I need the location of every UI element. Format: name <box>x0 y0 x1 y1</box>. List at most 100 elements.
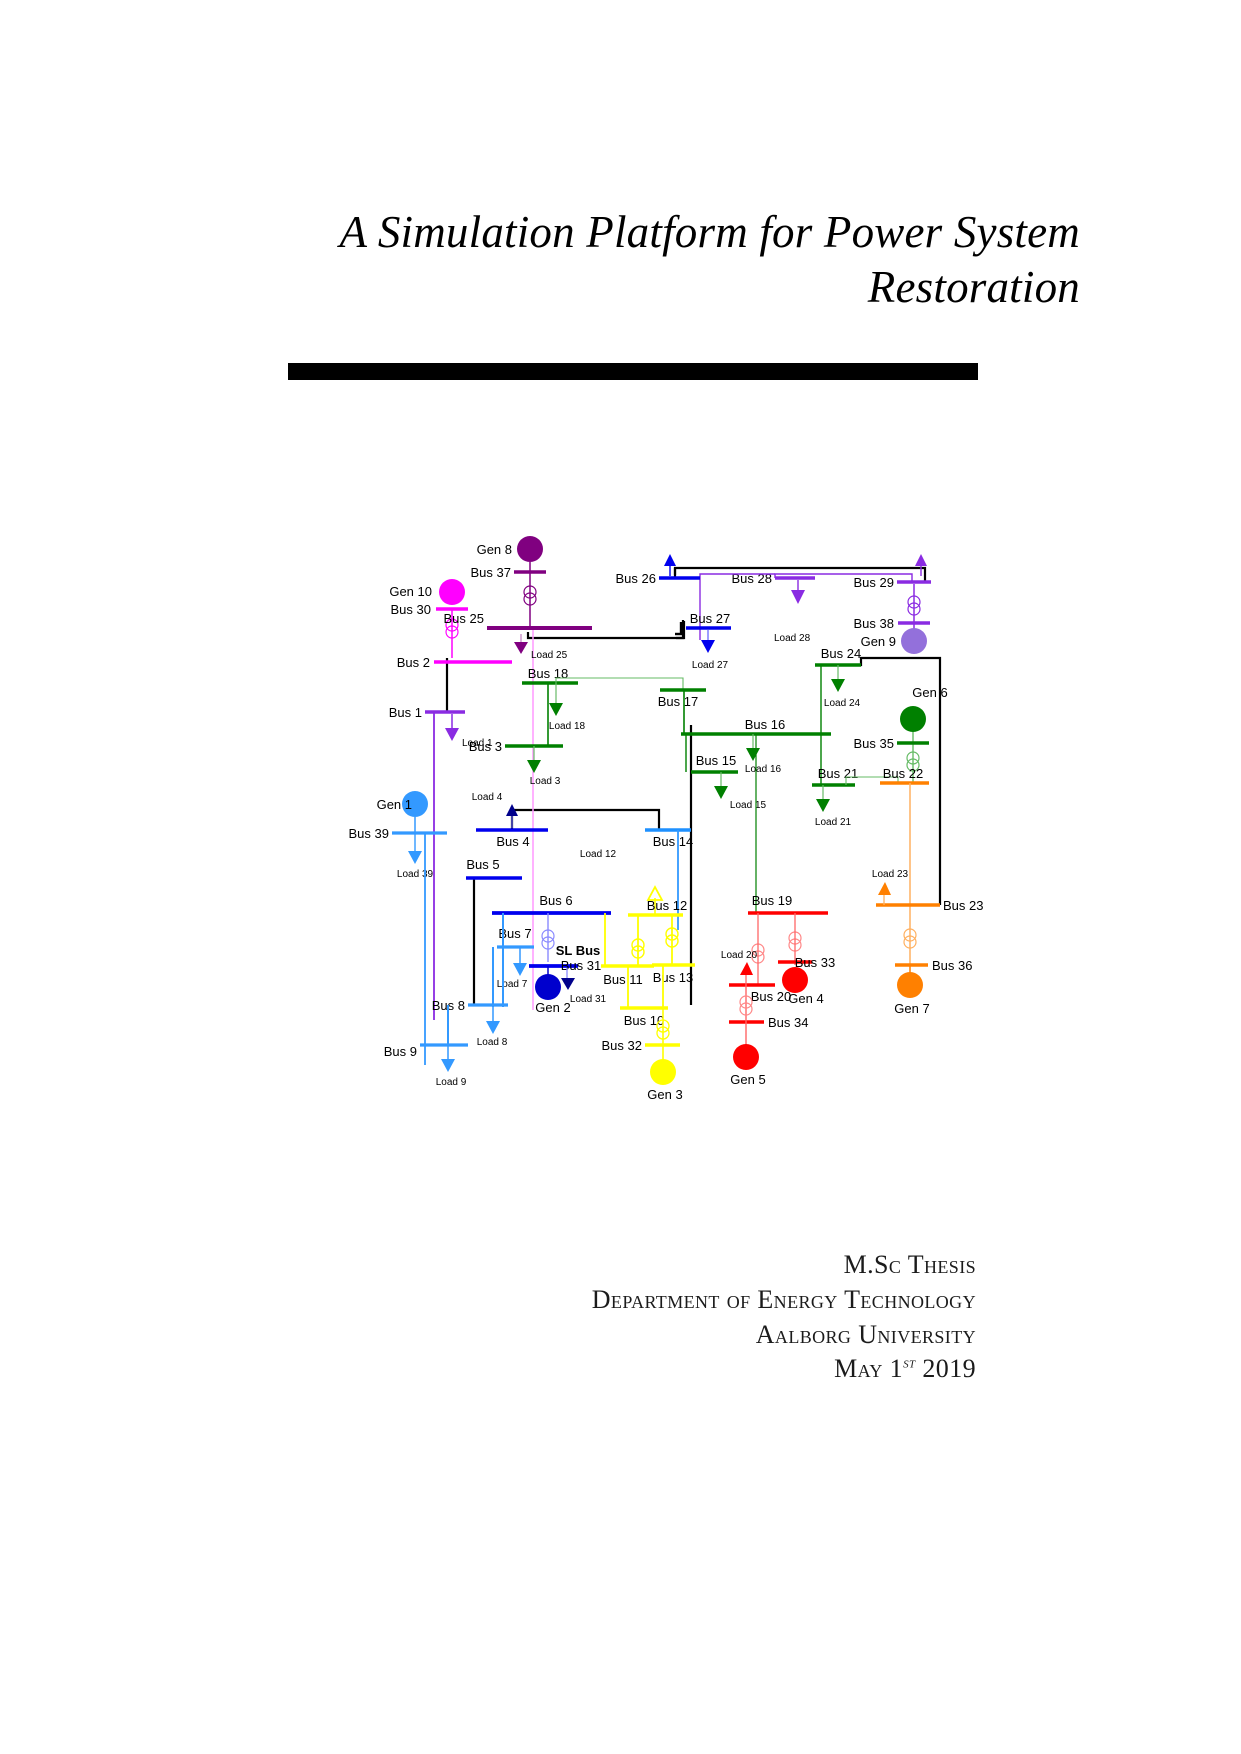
load-23-arrow <box>878 882 891 895</box>
group-magenta: Gen 10 Bus 30 Bus 2 <box>389 579 534 1010</box>
bus-12-injection-arrow <box>646 885 664 901</box>
load-15-label: Load 15 <box>730 800 767 811</box>
gen-9-label: Gen 9 <box>861 634 896 649</box>
gen-6-label: Gen 6 <box>912 685 947 700</box>
group-violet: Bus 1 Load 1 Bus 28 Load 28 Bu <box>389 554 931 1020</box>
load-39-label: Load 39 <box>397 869 434 880</box>
bus-31-label: Bus 31 <box>561 958 601 973</box>
gen-8-symbol <box>517 536 543 562</box>
load-27-arrow <box>701 640 715 653</box>
load-24-label: Load 24 <box>824 698 861 709</box>
bus-3-label: Bus 3 <box>469 739 502 754</box>
bus-39-label: Bus 39 <box>349 826 389 841</box>
load-21-label: Load 21 <box>815 817 852 828</box>
bus-13-label: Bus 13 <box>653 970 693 985</box>
gen-3-symbol <box>650 1059 676 1085</box>
date-prefix: May 1 <box>834 1354 904 1384</box>
load-1-label: Load 1 <box>462 738 493 749</box>
bus-37-label: Bus 37 <box>471 565 511 580</box>
load-18-arrow <box>549 703 563 716</box>
date-ordinal: st <box>903 1354 916 1372</box>
load-18-label: Load 18 <box>549 721 586 732</box>
load-7-label: Load 7 <box>497 979 528 990</box>
power-system-diagram: Gen 10 Bus 30 Bus 2 Gen 8 Bus 37 Bus 25 … <box>0 510 1241 1130</box>
bus-2-label: Bus 2 <box>397 655 430 670</box>
gen-7-symbol <box>897 972 923 998</box>
load-20-label: Load 20 <box>721 950 758 961</box>
date-year: 2019 <box>922 1354 976 1384</box>
load-3-arrow <box>527 760 541 773</box>
load-8-arrow <box>486 1021 500 1034</box>
transformer-35-22 <box>906 751 920 772</box>
load-16-arrow <box>746 748 760 761</box>
bus-29-label: Bus 29 <box>854 575 894 590</box>
bus-21-label: Bus 21 <box>818 766 858 781</box>
bus-22-label: Bus 22 <box>883 766 923 781</box>
gen-10-label: Gen 10 <box>389 584 432 599</box>
title-line-1: A Simulation Platform for Power System <box>339 207 1080 257</box>
group-red: Bus 19 Bus 33 Gen 4 Bus 20 Load 20 <box>721 893 835 1087</box>
footer-line-thesis: M.Sc Thesis <box>843 1250 976 1279</box>
bus-25-label: Bus 25 <box>444 611 484 626</box>
load-16-label: Load 16 <box>745 764 782 775</box>
load-24-arrow <box>831 679 845 692</box>
bus-23-label: Bus 23 <box>943 898 983 913</box>
bus-1-label: Bus 1 <box>389 705 422 720</box>
gen-2-label: Gen 2 <box>535 1000 570 1015</box>
gen-5-symbol <box>733 1044 759 1070</box>
gen-6-symbol <box>900 706 926 732</box>
title-divider-rule <box>288 363 978 380</box>
group-green: Bus 18 Load 18 Bus 17 Bus 3 Load 3 Bus 1… <box>469 646 948 913</box>
transformer-30-2 <box>445 618 459 639</box>
load-31-arrow <box>561 978 575 990</box>
gen-10-symbol <box>439 579 465 605</box>
gen-1-label: Gen 1 <box>377 797 412 812</box>
footer-block: M.Sc Thesis Department of Energy Technol… <box>256 1248 976 1387</box>
bus-15-label: Bus 15 <box>696 753 736 768</box>
load-27-label: Load 27 <box>692 660 729 671</box>
load-4-arrow <box>506 804 518 816</box>
bus-35-label: Bus 35 <box>854 736 894 751</box>
bus-17-label: Bus 17 <box>658 694 698 709</box>
bus-26-label: Bus 26 <box>616 571 656 586</box>
load-12-label: Load 12 <box>580 849 617 860</box>
bus-10-label: Bus 10 <box>624 1013 664 1028</box>
bus-6-label: Bus 6 <box>539 893 572 908</box>
bus-29-injection-arrow <box>915 554 927 566</box>
bus-36-label: Bus 36 <box>932 958 972 973</box>
load-1-arrow <box>445 728 459 741</box>
bus-18-label: Bus 18 <box>528 666 568 681</box>
load-28-arrow <box>791 590 805 604</box>
gen-1-symbol <box>402 791 428 817</box>
footer-line-date: May 1st 2019 <box>256 1352 976 1387</box>
gen-2-symbol <box>535 974 561 1000</box>
gen-5-label: Gen 5 <box>730 1072 765 1087</box>
gen-4-label: Gen 4 <box>788 991 823 1006</box>
transformer-23-36 <box>903 928 917 949</box>
bus-11-label: Bus 11 <box>603 972 643 987</box>
footer-line-university: Aalborg University <box>755 1319 976 1349</box>
load-4-label: Load 4 <box>472 792 503 803</box>
group-yellow: Bus 12 Bus 11 Bus 13 Bus 10 <box>601 885 695 1102</box>
page-title: A Simulation Platform for Power System R… <box>200 205 1080 315</box>
load-21-arrow <box>816 799 830 812</box>
group-blue: Bus 26 Bus 27 Load 27 Bus 4 Load 4 Load … <box>466 554 731 1015</box>
bus-20-label: Bus 20 <box>751 989 791 1004</box>
load-15-arrow <box>714 786 728 799</box>
bus-5-label: Bus 5 <box>466 857 499 872</box>
gen-9-symbol <box>901 628 927 654</box>
footer-line-department: Department of Energy Technology <box>591 1284 976 1314</box>
load-25-label: Load 25 <box>531 650 568 661</box>
bus-16-label: Bus 16 <box>745 717 785 732</box>
group-purple-dark: Gen 8 Bus 37 Bus 25 Load 25 <box>444 536 592 661</box>
group-orange: Bus 22 Bus 23 Load 23 Bus 36 Gen 7 <box>872 766 984 1016</box>
bus-33-label: Bus 33 <box>795 955 835 970</box>
bus-28-label: Bus 28 <box>732 571 772 586</box>
title-line-2: Restoration <box>867 261 1080 312</box>
bus-27-label: Bus 27 <box>690 611 730 626</box>
bus-7-label: Bus 7 <box>498 926 531 941</box>
load-8-label: Load 8 <box>477 1037 508 1048</box>
load-20-arrow <box>740 962 753 975</box>
load-9-arrow <box>441 1059 455 1072</box>
gen-8-label: Gen 8 <box>477 542 512 557</box>
